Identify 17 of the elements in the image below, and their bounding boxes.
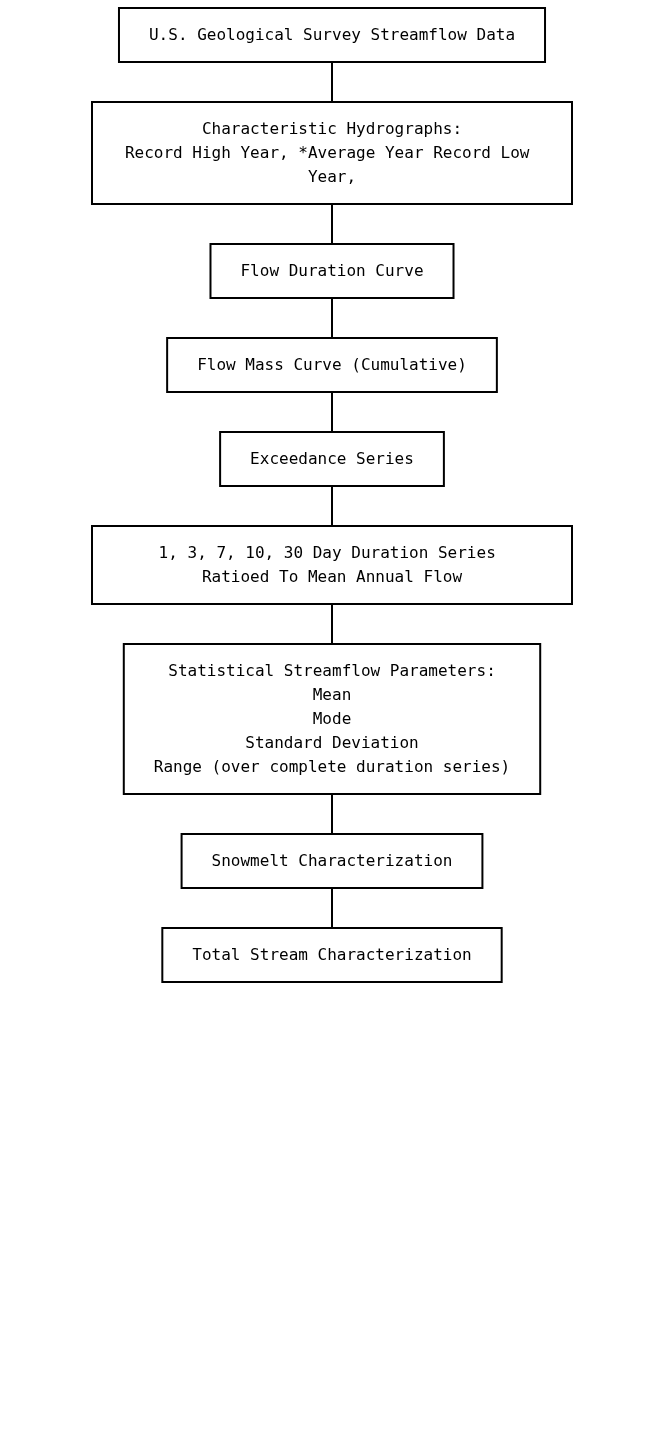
connector xyxy=(331,793,333,835)
node-box: Characteristic Hydrographs: Record High Year, *Average Year Record Low Year, xyxy=(91,101,573,205)
node-box: Flow Duration Curve xyxy=(209,243,455,299)
connector xyxy=(331,485,333,527)
connector xyxy=(331,61,333,103)
node-box: Statistical Streamflow Parameters: Mean Mode Standard Deviation Range (over complete duration series) xyxy=(122,643,542,795)
node-box: U.S. Geological Survey Streamflow Data xyxy=(118,7,546,63)
connector xyxy=(331,887,333,929)
connector xyxy=(331,603,333,645)
node-box: Exceedance Series xyxy=(219,431,445,487)
node-box: Snowmelt Characterization xyxy=(180,833,484,889)
connector xyxy=(331,391,333,433)
node-box: 1, 3, 7, 10, 30 Day Duration Series Ratioed To Mean Annual Flow xyxy=(91,525,573,605)
connector xyxy=(331,297,333,339)
connector xyxy=(331,203,333,245)
node-box: Flow Mass Curve (Cumulative) xyxy=(166,337,498,393)
node-box: Total Stream Characterization xyxy=(161,927,503,983)
